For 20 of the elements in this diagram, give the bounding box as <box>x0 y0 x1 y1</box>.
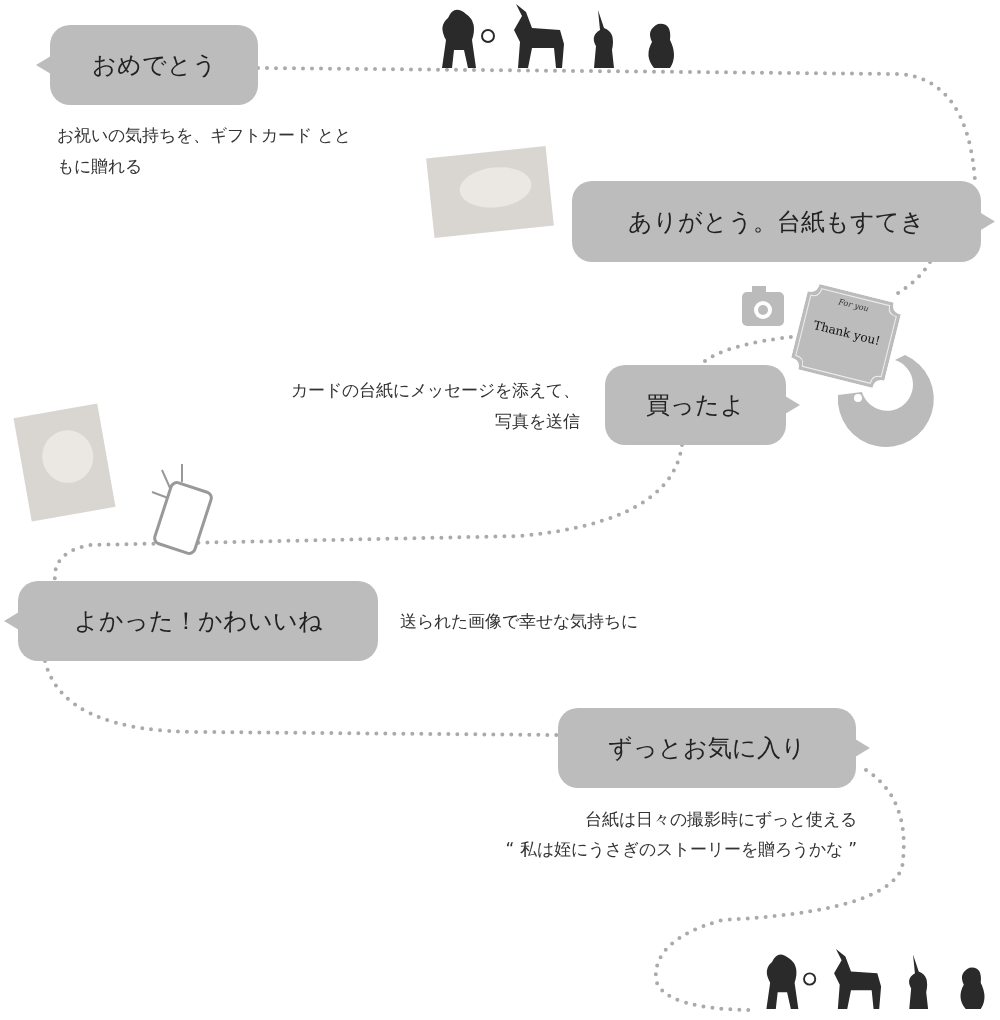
caption-text: 送られた画像で幸せな気持ちに <box>400 610 639 633</box>
bubble-text: おめでとう <box>90 50 218 81</box>
dotted-connector <box>43 659 560 737</box>
speech-bubble <box>605 365 800 445</box>
card-title: Thank you! <box>810 317 883 351</box>
bubble-text: ありがとう。台紙もすてき <box>627 206 926 238</box>
bubble-text: ずっとお気に入り <box>607 733 807 764</box>
card-subtitle: For you <box>836 296 871 316</box>
caption-text: 台紙は日々の撮影時にずっと使える <box>584 808 857 831</box>
bubble-text: 買ったよ <box>645 390 746 421</box>
speech-bubble <box>36 25 258 105</box>
dotted-connector <box>52 443 684 583</box>
bubble-text: よかった！かわいいね <box>72 606 324 637</box>
caption-text: カードの台紙にメッセージを添えて、写真を送信 <box>290 379 580 433</box>
speech-bubble <box>4 581 378 661</box>
caption-text: お祝いの気持ちを、ギフトカード とともに贈れる <box>57 124 353 178</box>
caption-text: “ 私は姪にうさぎのストーリーを贈ろうかな ” <box>504 838 857 861</box>
speech-bubble <box>558 708 870 788</box>
speech-bubble <box>572 181 995 262</box>
dotted-connector <box>653 768 906 1012</box>
